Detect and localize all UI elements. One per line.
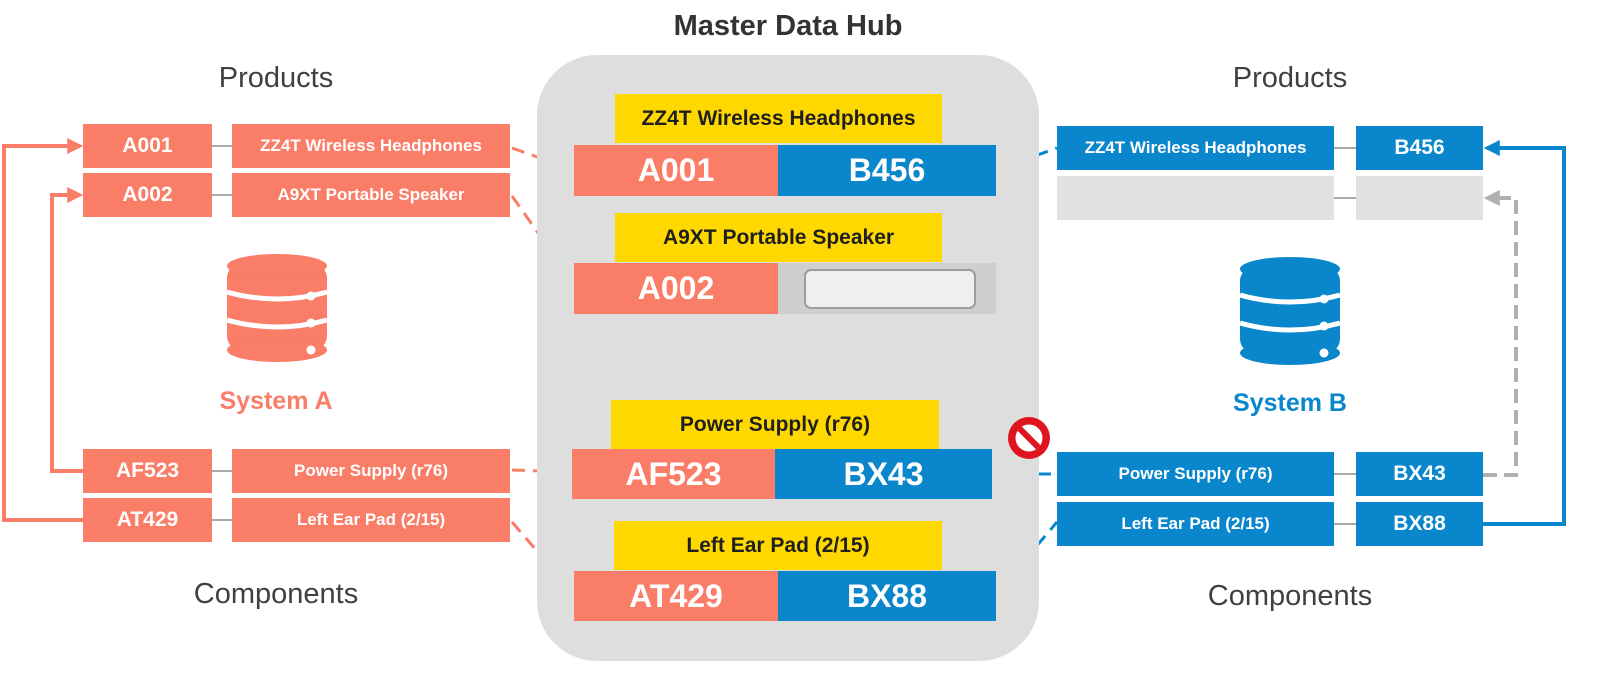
system-a-name: System A: [219, 387, 333, 415]
system-a-component-name: Left Ear Pad (2/15): [232, 498, 510, 542]
system-a-product-code: A001: [83, 124, 212, 168]
database-icon: [227, 254, 327, 362]
hub-title: Master Data Hub: [673, 10, 903, 42]
system-a-component-code: AF523: [83, 449, 212, 493]
hub-code-b: B456: [778, 145, 996, 196]
database-icon: [1240, 257, 1340, 365]
hub-code-b: BX88: [778, 571, 996, 621]
system-b-name: System B: [1233, 389, 1347, 417]
a-arrow-at429-to-a001: [2, 138, 84, 522]
system-b-component-name: Left Ear Pad (2/15): [1057, 502, 1334, 546]
system-a-product-name: A9XT Portable Speaker: [232, 173, 510, 217]
hub-record-label: ZZ4T Wireless Headphones: [615, 94, 942, 143]
a-arrow-af523-to-a002: [50, 187, 84, 473]
system-b-product-code-missing: [1356, 176, 1483, 220]
system-a-component-code: AT429: [83, 498, 212, 542]
system-a-component-name: Power Supply (r76): [232, 449, 510, 493]
hub-code-a: AF523: [572, 449, 775, 499]
hub-code-a: A001: [574, 145, 778, 196]
hub-code-a: A002: [574, 263, 778, 314]
system-a-components-heading: Components: [193, 578, 359, 610]
empty-code-field: [804, 269, 976, 309]
system-a-products-heading: Products: [218, 62, 334, 94]
system-b-component-code: BX43: [1356, 452, 1483, 496]
system-b-product-name: ZZ4T Wireless Headphones: [1057, 126, 1334, 170]
system-b-product-name-missing: [1057, 176, 1334, 220]
system-b-components-heading: Components: [1207, 580, 1373, 612]
hub-record-label: A9XT Portable Speaker: [615, 213, 942, 262]
system-b-component-code: BX88: [1356, 502, 1483, 546]
system-b-product-code: B456: [1356, 126, 1483, 170]
system-a-product-name: ZZ4T Wireless Headphones: [232, 124, 510, 168]
system-b-products-heading: Products: [1232, 62, 1348, 94]
no-entry-icon: [1008, 417, 1050, 459]
hub-code-b: BX43: [775, 449, 992, 499]
hub-record-label: Power Supply (r76): [611, 400, 939, 449]
hub-record-label: Left Ear Pad (2/15): [614, 521, 942, 570]
b-arrow-bx43-to-missing: [1483, 190, 1518, 477]
hub-code-a: AT429: [574, 571, 778, 621]
system-b-component-name: Power Supply (r76): [1057, 452, 1334, 496]
b-arrow-bx88-to-b456: [1483, 140, 1566, 526]
system-a-product-code: A002: [83, 173, 212, 217]
